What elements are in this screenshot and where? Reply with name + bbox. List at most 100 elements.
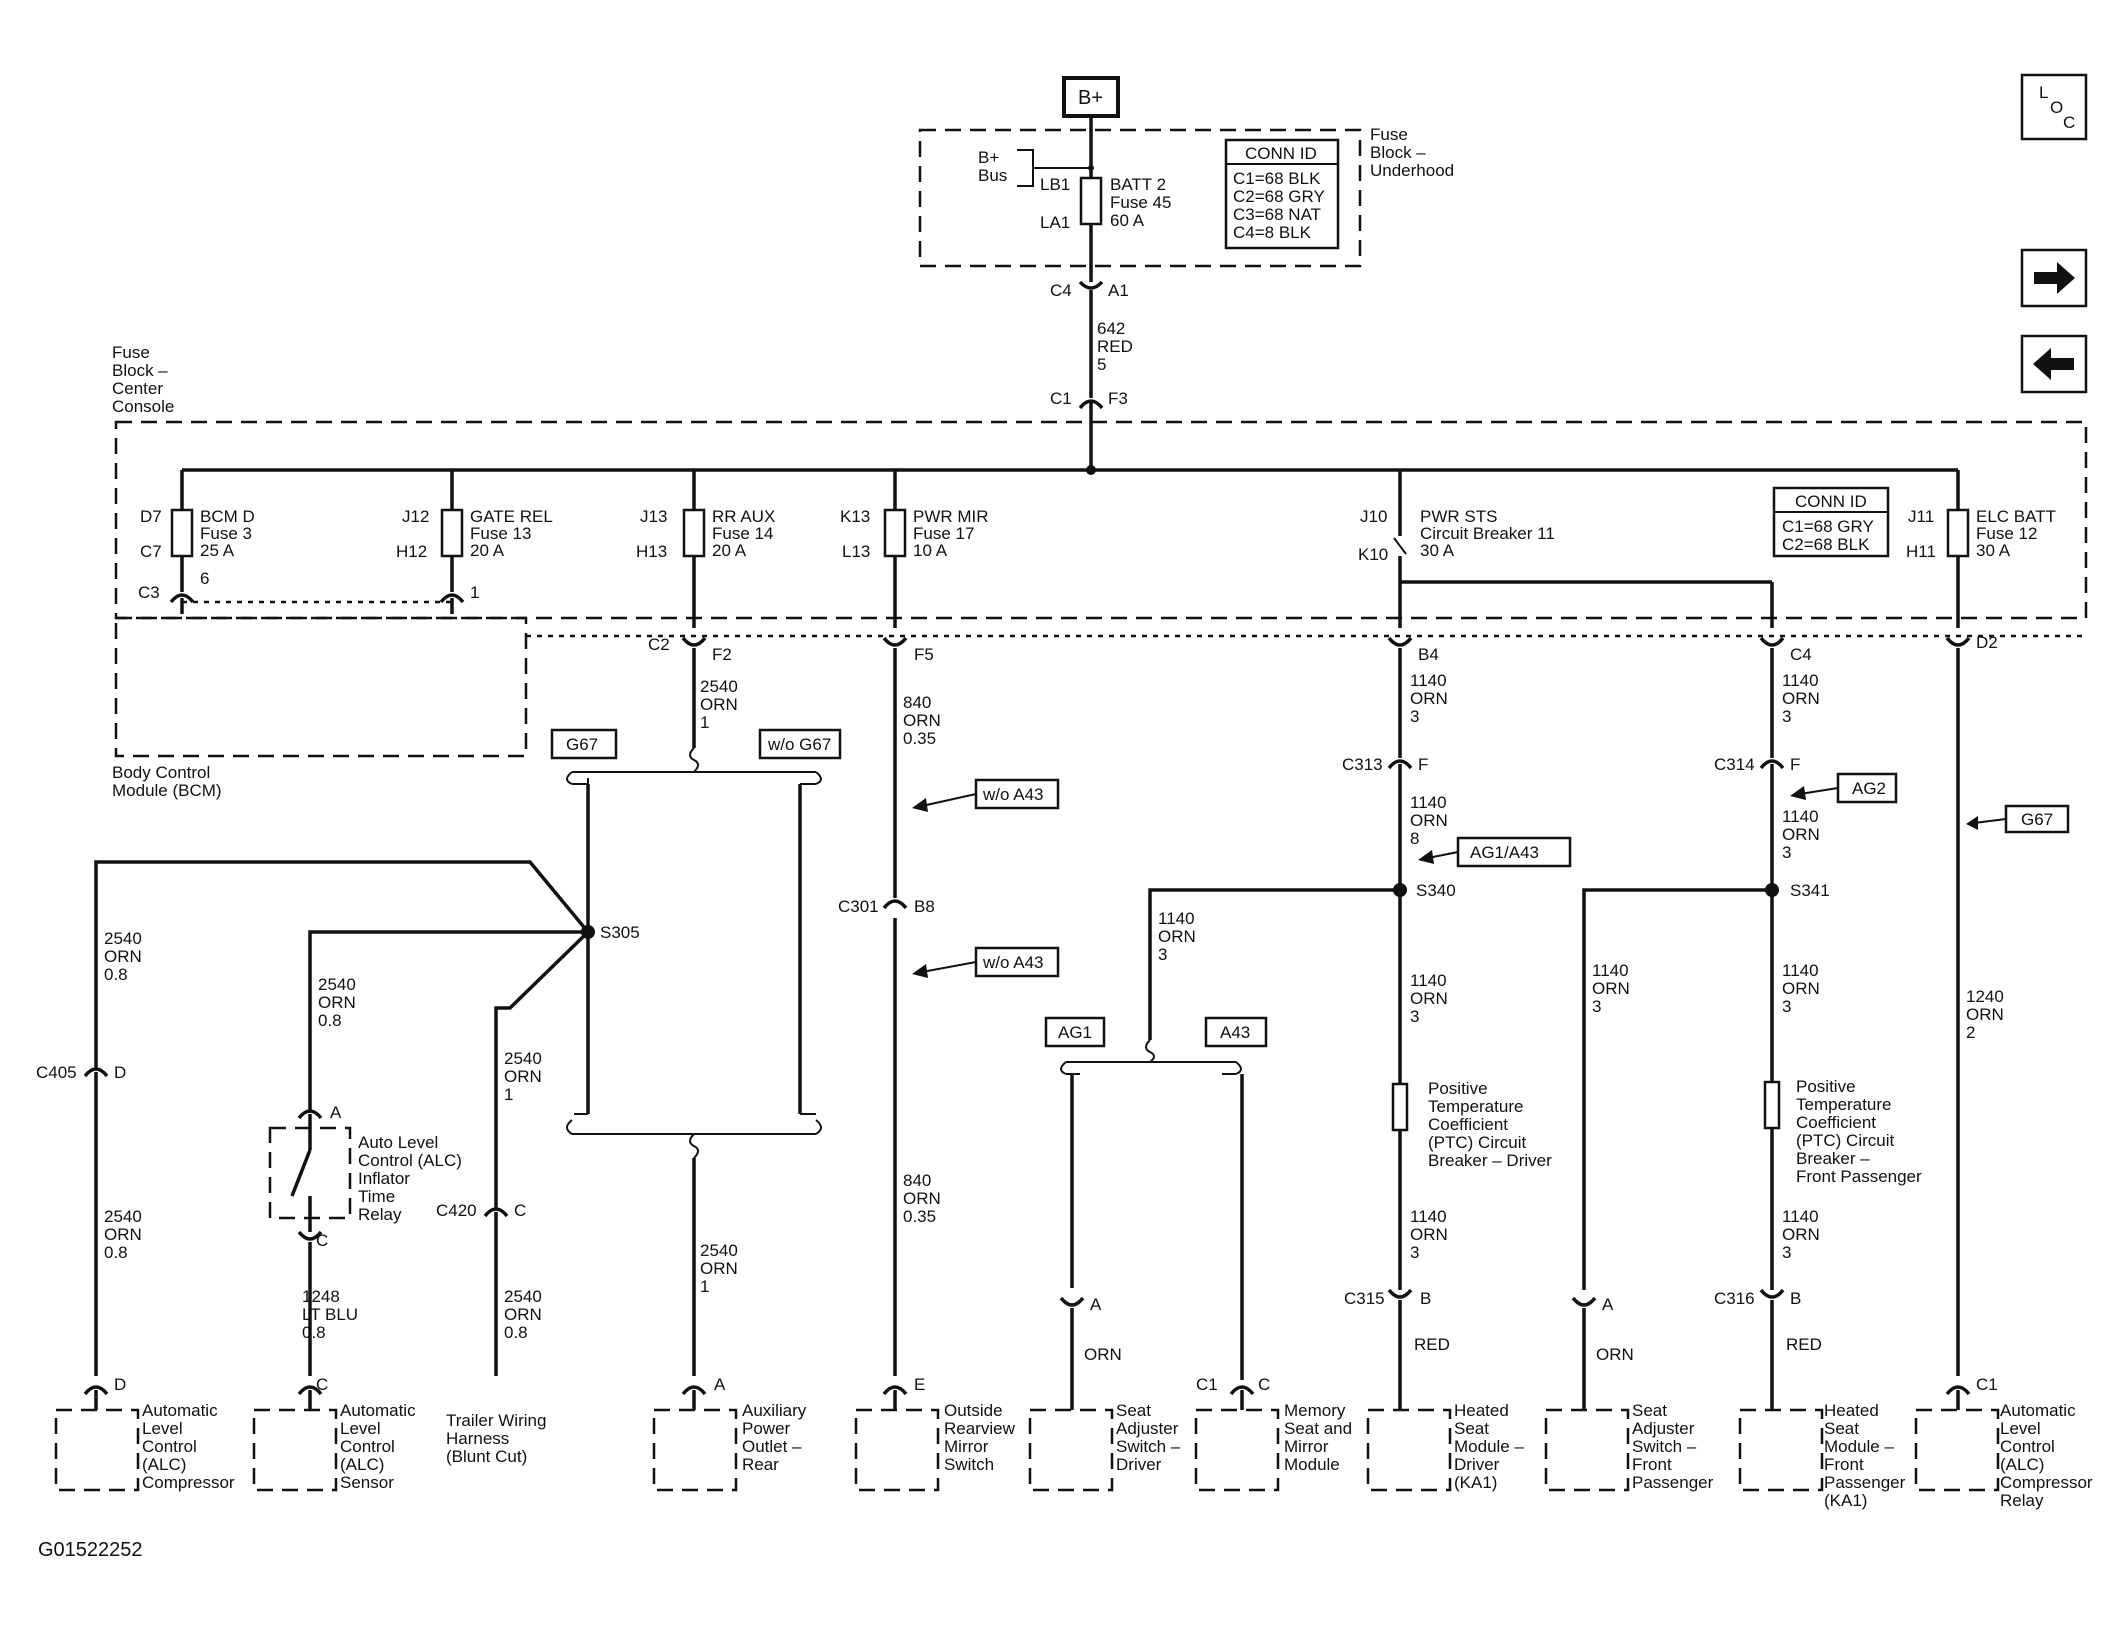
svg-text:w/o G67: w/o G67 <box>767 735 831 754</box>
svg-text:Module: Module <box>1284 1455 1340 1474</box>
svg-text:0.8: 0.8 <box>104 1243 128 1262</box>
svg-text:2540: 2540 <box>700 677 738 696</box>
svg-text:C1=68 BLK: C1=68 BLK <box>1233 169 1321 188</box>
svg-text:K13: K13 <box>840 507 870 526</box>
wire-1140-orn-8: 1140 ORN 8 <box>1410 793 1448 848</box>
svg-text:30 A: 30 A <box>1420 541 1455 560</box>
svg-text:Level: Level <box>2000 1419 2041 1438</box>
svg-text:B+: B+ <box>978 148 999 167</box>
svg-text:(PTC) Circuit: (PTC) Circuit <box>1796 1131 1894 1150</box>
wire-2540-orn-1-b: 2540 ORN 1 <box>700 1241 738 1296</box>
svg-text:1140: 1140 <box>1410 671 1447 690</box>
battery-positive-label: B+ <box>1062 76 1120 118</box>
svg-text:0.8: 0.8 <box>302 1323 326 1342</box>
svg-text:1: 1 <box>504 1085 513 1104</box>
fuse-block-center-console <box>114 420 2088 620</box>
svg-text:ORN: ORN <box>104 1225 142 1244</box>
svg-text:H11: H11 <box>1906 542 1936 561</box>
svg-text:(ALC): (ALC) <box>142 1455 186 1474</box>
svg-text:ORN: ORN <box>1410 689 1448 708</box>
c405-pin: D <box>114 1063 126 1082</box>
svg-text:Fuse 13: Fuse 13 <box>470 524 531 543</box>
circuit-breaker-11-pwr-sts: J10 K10 PWR STS Circuit Breaker 11 30 A <box>1358 470 1774 628</box>
svg-text:Adjuster: Adjuster <box>1116 1419 1179 1438</box>
fuse-13-gate-rel: J12 H12 GATE REL Fuse 13 20 A <box>396 470 553 592</box>
svg-text:30 A: 30 A <box>1976 541 2011 560</box>
svg-text:1140: 1140 <box>1782 807 1819 826</box>
svg-text:Harness: Harness <box>446 1429 509 1448</box>
f2-label: F2 <box>712 645 732 664</box>
wire-1140-orn-3-s341-left: 1140 ORN 3 <box>1592 961 1630 1016</box>
svg-text:3: 3 <box>1410 1007 1419 1026</box>
svg-text:Fuse 17: Fuse 17 <box>913 524 974 543</box>
option-without-a43-2: w/o A43 <box>912 946 1060 978</box>
svg-text:2540: 2540 <box>700 1241 738 1260</box>
wire-2540-orn-1-c: 2540 ORN 1 <box>504 1049 542 1104</box>
component-memory-seat-mirror-module: C1 C Memory Seat and Mirror Module <box>1194 1375 1352 1492</box>
svg-text:L: L <box>2039 83 2048 102</box>
next-page-arrow-icon[interactable] <box>2020 248 2088 308</box>
seat-switch-driver-pin: A <box>1090 1295 1102 1314</box>
svg-text:G67: G67 <box>2021 810 2053 829</box>
svg-text:Adjuster: Adjuster <box>1632 1419 1695 1438</box>
ptc-breaker-driver-label: Positive Temperature Coefficient (PTC) C… <box>1428 1079 1552 1170</box>
svg-text:3: 3 <box>1782 843 1791 862</box>
svg-text:1140: 1140 <box>1782 671 1819 690</box>
c3-pin-1: 1 <box>470 583 479 602</box>
svg-text:Control: Control <box>142 1437 197 1456</box>
locator-icon[interactable]: L O C <box>2020 73 2088 141</box>
svg-text:8: 8 <box>1410 829 1419 848</box>
svg-text:2540: 2540 <box>104 929 142 948</box>
c301-label: C301 <box>838 897 879 916</box>
underhood-conn-id-table: CONN ID C1=68 BLK C2=68 GRY C3=68 NAT C4… <box>1224 138 1340 250</box>
svg-text:2540: 2540 <box>504 1287 542 1306</box>
ptc-breaker-passenger-icon <box>1763 1080 1781 1130</box>
svg-text:0.35: 0.35 <box>903 729 936 748</box>
fuse-block-center-console-title: Fuse Block – Center Console <box>112 343 174 416</box>
svg-text:ORN: ORN <box>1410 1225 1448 1244</box>
svg-text:Mirror: Mirror <box>944 1437 989 1456</box>
c314-label: C314 <box>1714 755 1755 774</box>
svg-text:Switch: Switch <box>944 1455 994 1474</box>
svg-text:CONN ID: CONN ID <box>1795 492 1867 511</box>
svg-text:Level: Level <box>142 1419 183 1438</box>
svg-text:Module –: Module – <box>1824 1437 1894 1456</box>
wire-red-passenger: RED <box>1786 1335 1822 1354</box>
svg-text:w/o A43: w/o A43 <box>982 785 1044 804</box>
previous-page-arrow-icon[interactable] <box>2020 334 2088 394</box>
c315-pin: B <box>1420 1289 1431 1308</box>
svg-text:C: C <box>2063 113 2075 132</box>
svg-text:PWR MIR: PWR MIR <box>913 507 989 526</box>
option-ag1: AG1 <box>1044 1016 1106 1048</box>
svg-text:Rear: Rear <box>742 1455 779 1474</box>
wire-1140-orn-3-c314: 1140 ORN 3 <box>1782 807 1820 862</box>
svg-text:Positive: Positive <box>1428 1079 1488 1098</box>
component-alc-sensor: C Automatic Level Control (ALC) Sensor <box>252 1375 416 1492</box>
svg-text:1140: 1140 <box>1410 793 1447 812</box>
svg-text:1248: 1248 <box>302 1287 340 1306</box>
svg-text:1140: 1140 <box>1592 961 1629 980</box>
svg-text:C: C <box>1258 1375 1270 1394</box>
svg-text:D7: D7 <box>140 507 162 526</box>
c420-pin: C <box>514 1201 526 1220</box>
svg-text:Temperature: Temperature <box>1796 1095 1891 1114</box>
c301-pin: B8 <box>914 897 935 916</box>
svg-text:Fuse 12: Fuse 12 <box>1976 524 2037 543</box>
wire-orn-driver-switch: ORN <box>1084 1345 1122 1364</box>
svg-text:20 A: 20 A <box>712 541 747 560</box>
wire-1140-orn-3-c315: 1140 ORN 3 <box>1410 1207 1448 1262</box>
fuse-17-pwr-mir: K13 L13 PWR MIR Fuse 17 10 A <box>840 470 989 628</box>
console-conn-id-table: CONN ID C1=68 GRY C2=68 BLK <box>1772 486 1890 558</box>
svg-text:3: 3 <box>1158 945 1167 964</box>
c316-pin: B <box>1790 1289 1801 1308</box>
svg-text:0.8: 0.8 <box>504 1323 528 1342</box>
c1-label: C1 <box>1050 389 1072 408</box>
svg-text:840: 840 <box>903 693 931 712</box>
svg-text:ORN: ORN <box>1158 927 1196 946</box>
svg-text:w/o A43: w/o A43 <box>982 953 1044 972</box>
svg-text:Driver: Driver <box>1116 1455 1162 1474</box>
wire-2540-orn-08-b: 2540 ORN 0.8 <box>104 1207 142 1262</box>
svg-text:AG2: AG2 <box>1852 779 1886 798</box>
svg-text:C1: C1 <box>1976 1375 1998 1394</box>
